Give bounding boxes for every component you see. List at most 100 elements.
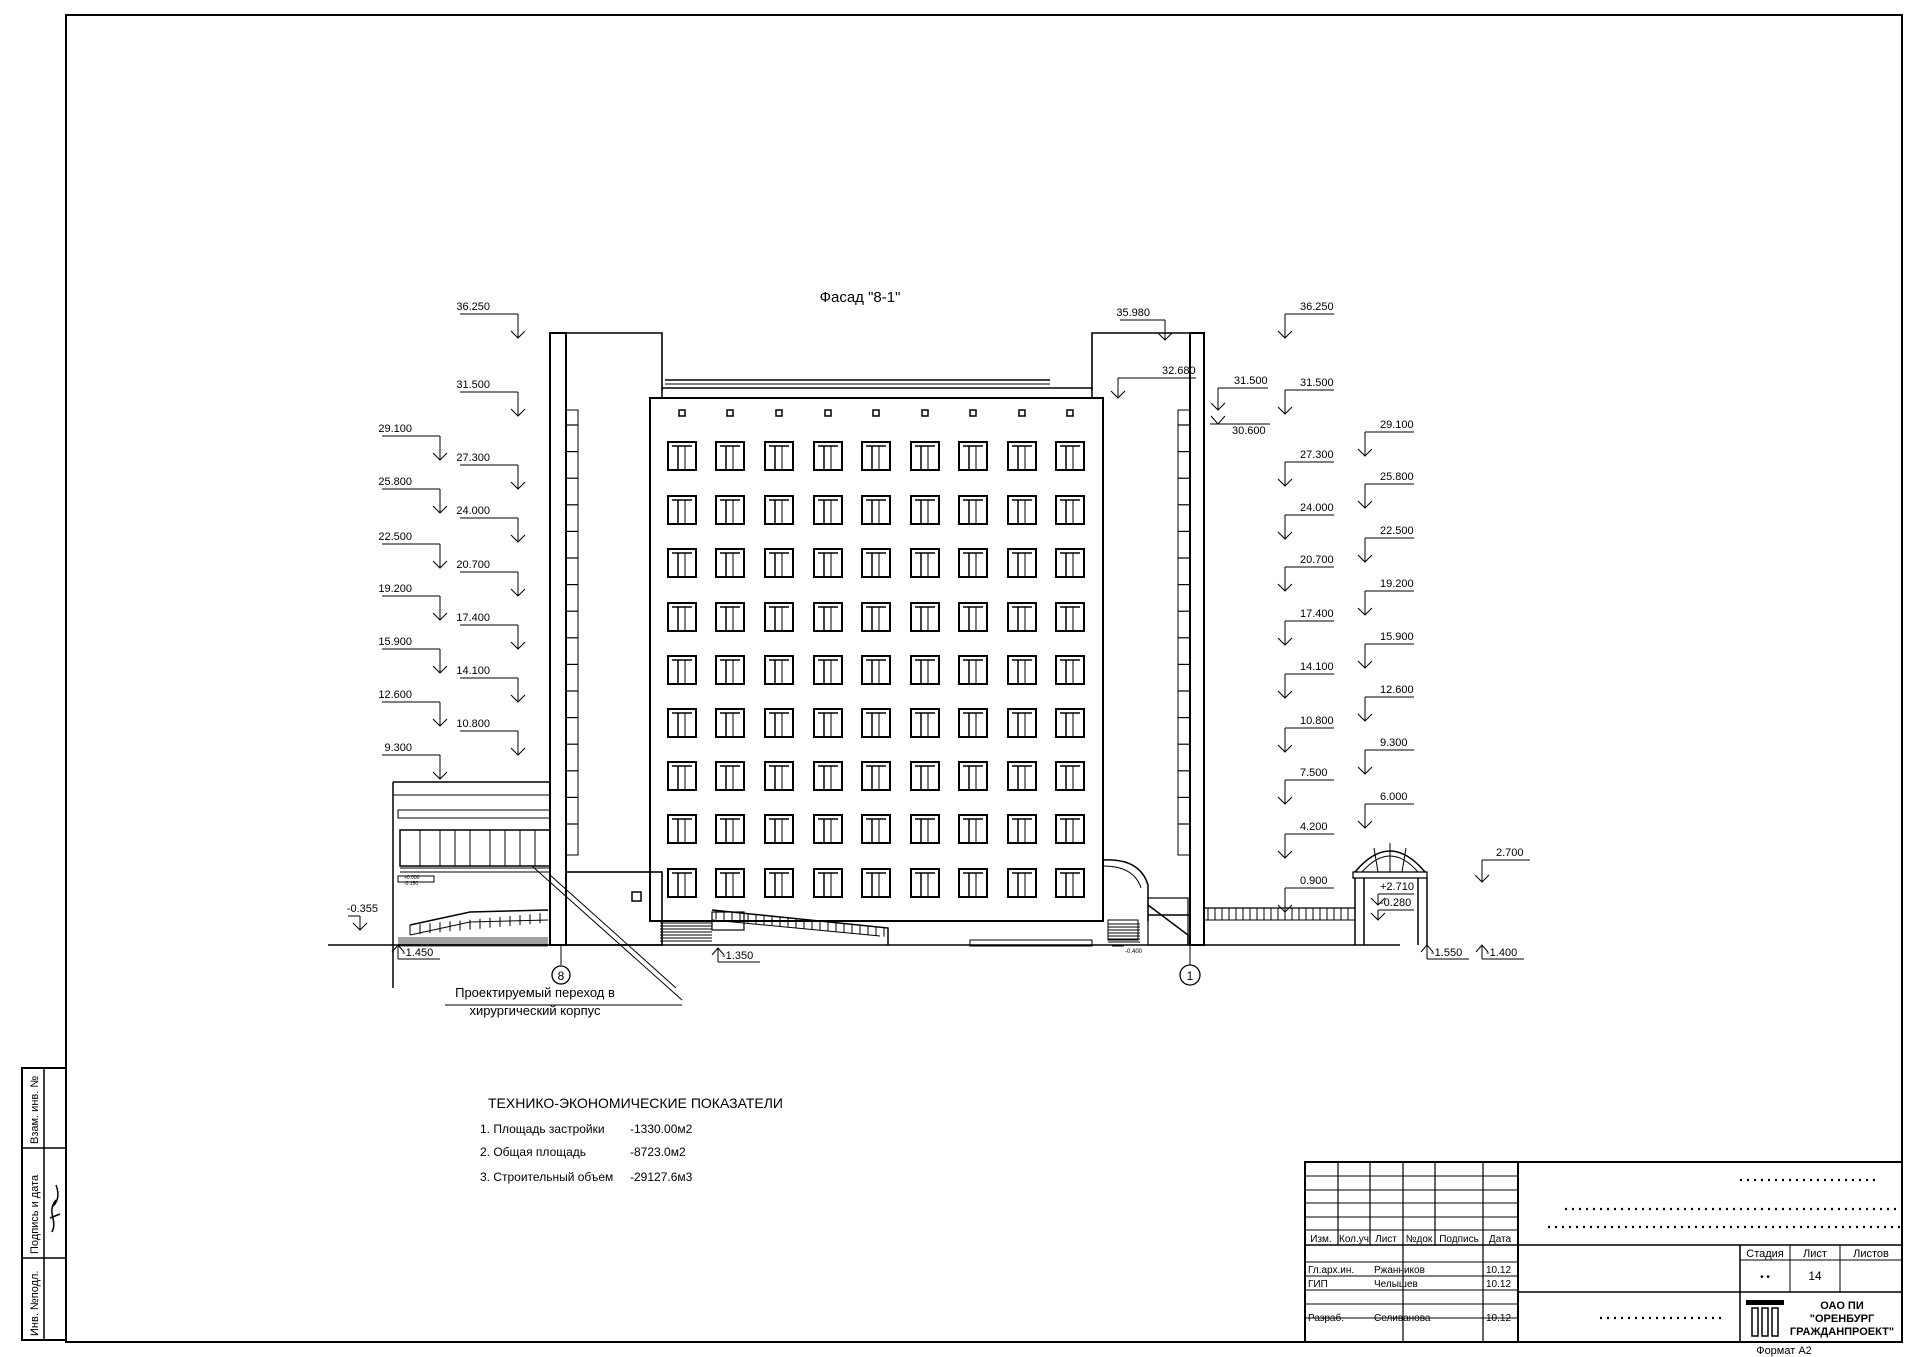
- level-value: -0.355: [347, 903, 378, 915]
- org-logo: [1746, 1300, 1784, 1337]
- level-marker: 31.500: [1210, 375, 1268, 411]
- window: [958, 708, 988, 738]
- level-value: 25.800: [1380, 471, 1414, 483]
- level-value: 31.500: [456, 379, 490, 391]
- level-marker: +2.710: [1370, 881, 1414, 906]
- side-stamp-inv: Инв. №подл.: [29, 1271, 41, 1336]
- level-value: 22.500: [1380, 525, 1414, 537]
- level-value: 10.800: [456, 718, 490, 730]
- level-value: 35.980: [1116, 307, 1150, 319]
- window: [1007, 602, 1037, 632]
- level-marker: 20.700: [456, 559, 526, 597]
- level-marker: 19.200: [378, 583, 448, 621]
- level-marker: 15.900: [1357, 631, 1414, 669]
- tb-header: Подпись: [1439, 1234, 1479, 1245]
- tb-date: 10.12: [1486, 1313, 1511, 1324]
- window: [1055, 495, 1085, 525]
- window: [958, 655, 988, 685]
- window: [715, 814, 745, 844]
- level-value: -1.400: [1486, 947, 1517, 959]
- level-value: 20.700: [456, 559, 490, 571]
- svg-text:+0.000: +0.000: [404, 875, 420, 881]
- window: [764, 602, 794, 632]
- window: [667, 495, 697, 525]
- level-value: 6.000: [1380, 791, 1408, 803]
- window: [861, 868, 891, 898]
- tb-sheet-label: Лист: [1803, 1248, 1827, 1260]
- level-value: 36.250: [1300, 301, 1334, 313]
- roof-parapet: [661, 387, 1093, 399]
- window: [958, 548, 988, 578]
- sheet-frame: [65, 14, 1903, 1343]
- level-marker: 6.000: [1357, 791, 1414, 829]
- level-value: 27.300: [456, 452, 490, 464]
- level-marker: 12.600: [378, 689, 448, 727]
- svg-text:-0.150: -0.150: [404, 881, 418, 887]
- window: [764, 655, 794, 685]
- window: [958, 441, 988, 471]
- window: [813, 495, 843, 525]
- level-value: 2.700: [1496, 847, 1524, 859]
- window: [910, 868, 940, 898]
- tep-row-value: -1330.00м2: [630, 1122, 693, 1136]
- window: [1007, 495, 1037, 525]
- tb-name: Селиванова: [1374, 1313, 1431, 1324]
- level-marker: 30.600: [1210, 415, 1270, 437]
- window: [910, 708, 940, 738]
- right-tower: [1189, 332, 1205, 946]
- glazed-passage: [392, 781, 683, 1001]
- level-marker: 24.000: [456, 505, 526, 543]
- tb-stage-value: • •: [1760, 1272, 1770, 1283]
- tb-header: Лист: [1375, 1234, 1397, 1245]
- level-value: +2.710: [1380, 881, 1414, 893]
- window: [667, 814, 697, 844]
- level-marker: 24.000: [1277, 502, 1334, 540]
- facade-title: Фасад "8-1": [820, 289, 901, 306]
- level-value: 7.500: [1300, 767, 1328, 779]
- level-marker: 0.900: [1277, 875, 1334, 913]
- level-marker: 4.200: [1277, 821, 1334, 859]
- window: [1007, 655, 1037, 685]
- window: [667, 868, 697, 898]
- window: [813, 868, 843, 898]
- level-marker: -0.355: [347, 903, 378, 931]
- level-value: -1.350: [722, 950, 753, 962]
- window: [667, 602, 697, 632]
- vent: [1066, 409, 1074, 417]
- vent: [726, 409, 734, 417]
- window: [715, 761, 745, 791]
- level-value: 12.600: [378, 689, 412, 701]
- signature-mark: [49, 1184, 61, 1233]
- window: [813, 814, 843, 844]
- level-marker: 27.300: [1277, 449, 1334, 487]
- building: [328, 332, 1428, 1001]
- level-value: 19.200: [1380, 578, 1414, 590]
- org-line1: ОАО ПИ: [1820, 1300, 1864, 1312]
- window: [715, 548, 745, 578]
- window: [910, 441, 940, 471]
- level-marker: -1.450: [391, 944, 440, 960]
- level-marker: 14.100: [456, 665, 526, 703]
- tb-name: Челышев: [1374, 1279, 1418, 1290]
- window: [667, 548, 697, 578]
- window: [764, 868, 794, 898]
- window: [715, 602, 745, 632]
- level-marker: 9.300: [1357, 737, 1414, 775]
- level-marker: 17.400: [1277, 608, 1334, 646]
- level-value: 15.900: [1380, 631, 1414, 643]
- level-marker: 27.300: [456, 452, 526, 490]
- vent: [775, 409, 783, 417]
- window: [861, 761, 891, 791]
- level-value: 15.900: [378, 636, 412, 648]
- side-stamp-replace: Взам. инв. №: [29, 1076, 41, 1144]
- level-value: 9.300: [384, 742, 412, 754]
- tb-role: ГИП: [1308, 1279, 1328, 1290]
- tb-date: 10.12: [1486, 1279, 1511, 1290]
- level-marker: 36.250: [1277, 301, 1334, 339]
- window: [861, 548, 891, 578]
- window: [861, 495, 891, 525]
- level-value: 0.900: [1300, 875, 1328, 887]
- axis-right-label: 1: [1187, 969, 1194, 983]
- vent: [678, 409, 686, 417]
